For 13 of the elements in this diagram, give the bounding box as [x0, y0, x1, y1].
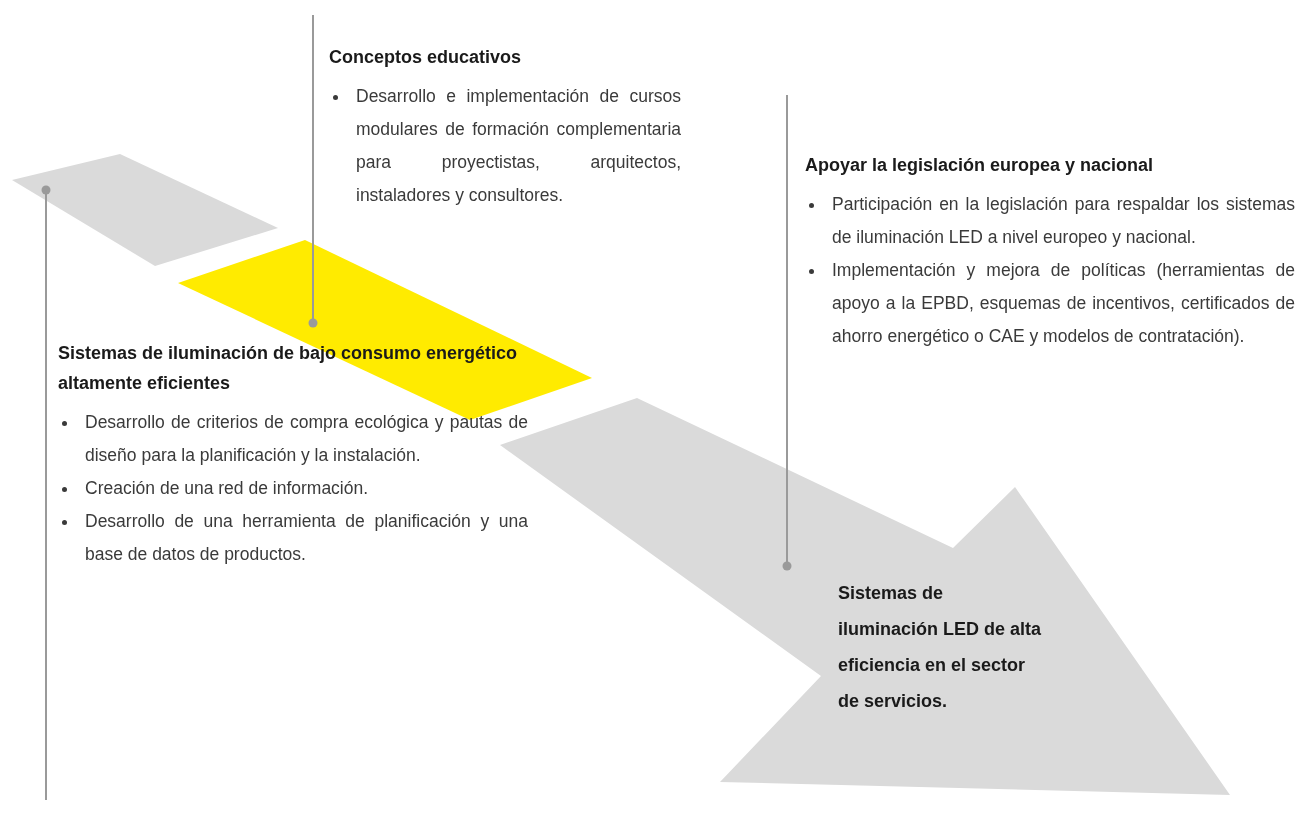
leader-line — [41, 185, 51, 346]
leader-line — [782, 94, 792, 571]
section-heading: Conceptos educativos — [329, 46, 523, 69]
bullet-item: Creación de una red de información. — [58, 472, 528, 505]
leader-line — [308, 14, 318, 328]
bullet-item: Desarrollo de criterios de compra ecológica y pautas de diseño para la planificación y la instalación. — [58, 406, 528, 472]
bullet-item: Desarrollo de una herramienta de planificación y una base de datos de productos. — [58, 505, 528, 571]
section-heading: Sistemas de iluminación de bajo consumo energético altamente eficientes — [58, 342, 519, 395]
section-heading: Apoyar la legislación europea y nacional — [805, 154, 1155, 177]
arrow-label: Sistemas de iluminación LED de alta eficiencia en el sector de servicios. — [838, 582, 1043, 713]
bullet-item: Implementación y mejora de políticas (herramientas de apoyo a la EPBD, esquemas de incentivos, certificados de ahorro energético o CAE y modelos de contratación). — [805, 254, 1295, 353]
bullet-item: Desarrollo e implementación de cursos modulares de formación complementaria para proyectistas, arquitectos, instaladores y consultores. — [329, 80, 681, 212]
bullet-item: Participación en la legislación para respaldar los sistemas de iluminación LED a nivel europeo y nacional. — [805, 188, 1295, 254]
